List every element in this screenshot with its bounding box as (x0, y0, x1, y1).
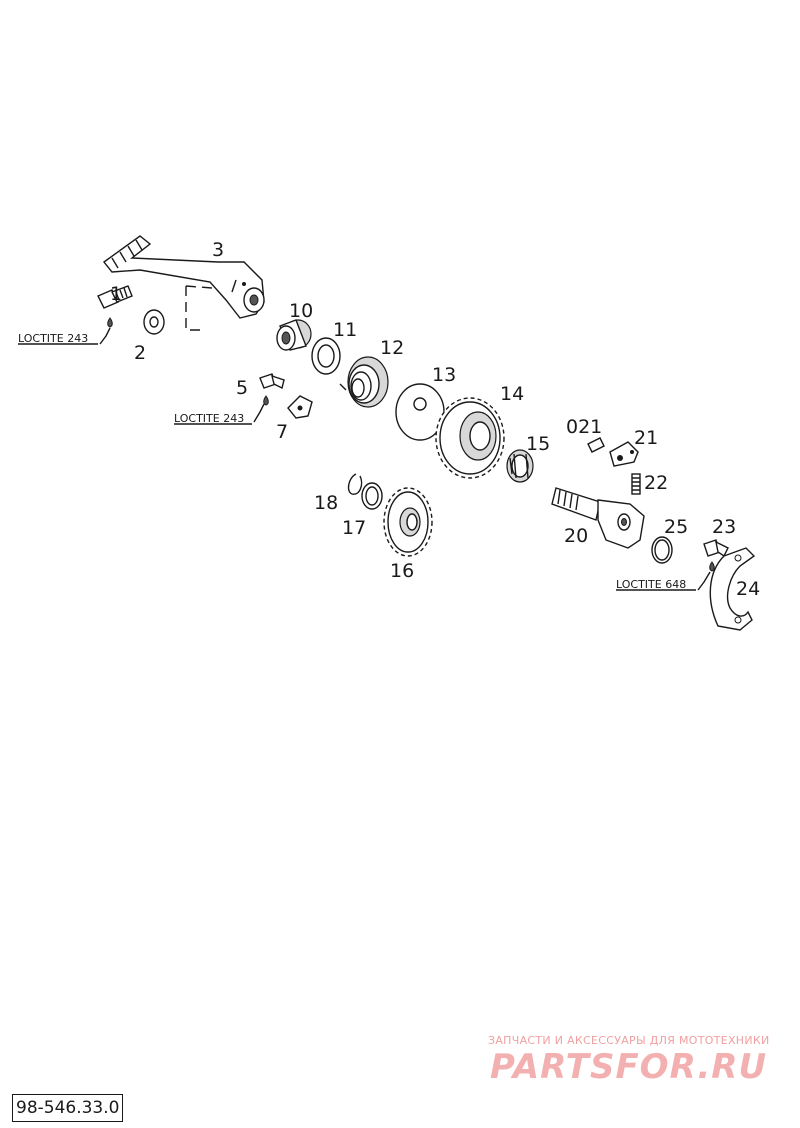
kick-lever-part (102, 235, 265, 331)
part-label-23: 23 (712, 516, 736, 538)
part-label-10: 10 (289, 300, 313, 322)
screw-part-5 (259, 373, 285, 406)
ring-part-11 (311, 337, 341, 375)
washer-part-2 (143, 309, 165, 335)
watermark-subtitle: ЗАПЧАСТИ И АКСЕССУАРЫ ДЛЯ МОТОТЕХНИКИ (488, 1034, 770, 1047)
drawing-code: 98-546.33.0 (12, 1094, 124, 1122)
part-label-2: 2 (134, 342, 146, 364)
part-label-12: 12 (380, 337, 404, 359)
part-label-11: 11 (333, 319, 357, 341)
pawl-part-21 (609, 441, 639, 467)
oring-part-25 (651, 536, 673, 564)
part-label-3: 3 (212, 239, 224, 261)
bushing-part-10 (276, 319, 312, 351)
part-label-18: 18 (314, 492, 338, 514)
bolt-part-23 (703, 539, 729, 572)
loctite-note-bolt-1: LOCTITE 243 (18, 332, 88, 345)
part-label-16: 16 (390, 560, 414, 582)
gear-part-14 (435, 397, 505, 479)
bracket-part-7 (287, 395, 313, 419)
part-label-21: 21 (634, 427, 658, 449)
guide-plate-part-24 (709, 547, 756, 631)
needle-bearing-part-15 (506, 449, 534, 483)
part-label-22: 22 (644, 472, 668, 494)
part-label-24: 24 (736, 578, 760, 600)
watermark-brand: PARTSFOR.RU (490, 1047, 767, 1087)
part-label-14: 14 (500, 383, 524, 405)
shaft-part-20 (551, 487, 645, 549)
part-label-7: 7 (276, 421, 288, 443)
part-label-25: 25 (664, 516, 688, 538)
loctite-note-screw-5: LOCTITE 243 (174, 412, 244, 425)
part-label-5: 5 (236, 377, 248, 399)
part-label-17: 17 (342, 517, 366, 539)
part-label-021: 021 (566, 416, 602, 438)
part-label-13: 13 (432, 364, 456, 386)
part-label-20: 20 (564, 525, 588, 547)
spring-part-22 (631, 473, 641, 495)
part-label-1: 1 (110, 283, 122, 305)
circlip-part-18 (347, 473, 363, 495)
gear-part-16 (383, 487, 433, 557)
loctite-note-bolt-23: LOCTITE 648 (616, 578, 686, 591)
part-label-15: 15 (526, 433, 550, 455)
pin-part-021 (587, 437, 605, 453)
washer-part-17 (361, 482, 383, 510)
spring-part-12 (339, 356, 389, 408)
bolt-part-1 (97, 285, 133, 328)
